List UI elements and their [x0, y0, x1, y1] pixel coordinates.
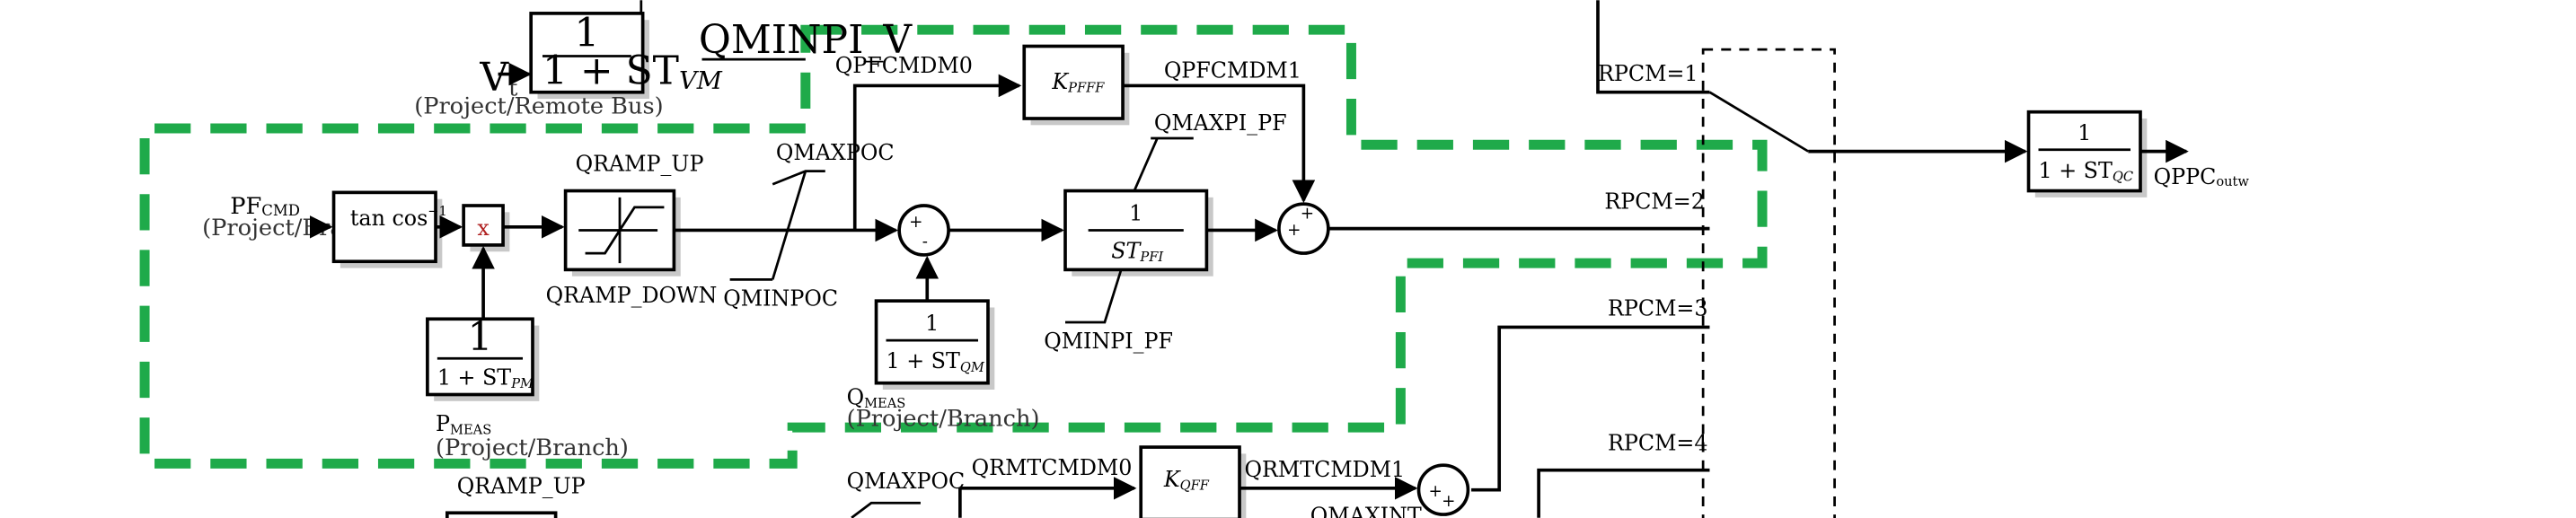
pm-filter-den: 1 + ST — [437, 365, 511, 391]
kqff-block — [1139, 445, 1241, 518]
tan-cos-label: tan cos — [350, 206, 428, 231]
svg-text:1 + STQM: 1 + STQM — [887, 348, 985, 375]
qppc-label: QPPC — [2154, 164, 2217, 189]
svg-text:QMEAS: QMEAS — [847, 384, 906, 411]
qppc-sub: outw — [2216, 174, 2249, 189]
kpfff-block — [1022, 44, 1125, 120]
tan-cos-sup: −1 — [428, 204, 447, 219]
pfcmd-label: PF — [230, 193, 261, 220]
qpfcmdm0-label: QPFCMDM0 — [835, 53, 973, 78]
svg-text:STPFI: STPFI — [1111, 239, 1164, 266]
kqff-sub: QFF — [1180, 478, 1210, 494]
rate-limiter-block-2 — [445, 511, 558, 518]
qminpoc-label: QMINPOC — [723, 286, 838, 312]
pfi-den-sub: PFI — [1139, 250, 1164, 265]
qramp-up-label: QRAMP_UP — [576, 152, 704, 177]
pmeas-sub: MEAS — [450, 422, 491, 437]
svg-text:1 + STQC: 1 + STQC — [2039, 158, 2134, 185]
summer-3 — [1416, 463, 1470, 516]
rpcm1-label: RPCM=1 — [1598, 61, 1698, 86]
qm-filter-num: 1 — [925, 311, 939, 336]
vt-note: (Project/Remote Bus) — [414, 93, 663, 120]
qc-filter-den-sub: QC — [2113, 170, 2133, 185]
svg-text:PFCMD: PFCMD — [230, 193, 300, 220]
pfi-num: 1 — [1129, 200, 1142, 225]
qc-filter-num: 1 — [2078, 120, 2091, 145]
rpcm2-label: RPCM=2 — [1604, 189, 1705, 215]
rpcm4-label: RPCM=4 — [1608, 431, 1708, 456]
pmeas-label: P — [436, 411, 450, 436]
qmeas-label: Q — [847, 384, 865, 409]
pm-filter-num: 1 — [467, 314, 492, 360]
qc-filter-den: 1 + ST — [2039, 158, 2113, 183]
qramp-down-label: QRAMP_DOWN — [546, 283, 718, 308]
svg-text:1 + STPM: 1 + STPM — [437, 365, 534, 392]
qmaxint-label: QMAXINT — [1310, 503, 1422, 518]
qmaxpoc-label: QMAXPOC — [776, 140, 895, 165]
summer-1-plus: + — [909, 213, 922, 232]
vt-label: V — [479, 55, 509, 101]
rate-limiter-icon — [578, 197, 665, 264]
qmeas-sub: MEAS — [864, 396, 905, 411]
qmeas-note: (Project/Branch) — [847, 405, 1040, 432]
vm-filter-den-sub: VM — [679, 67, 723, 95]
multiplier-block — [462, 204, 505, 247]
svg-text:KQFF: KQFF — [1163, 467, 1210, 494]
pmeas-note: (Project/Branch) — [436, 435, 629, 461]
qc-filter-block — [2026, 110, 2142, 193]
qm-filter-block — [874, 299, 990, 385]
qminpi-pf-label: QMINPI_PF — [1044, 329, 1173, 354]
qm-filter-den: 1 + ST — [887, 348, 960, 373]
summer-2-b: + — [1301, 205, 1314, 224]
pfcmd-sub: CMD — [261, 202, 300, 219]
svg-text:tan cos−1: tan cos−1 — [350, 204, 447, 231]
svg-text:KPFFF: KPFFF — [1051, 69, 1105, 96]
kpfff-sub: PFFF — [1067, 81, 1105, 96]
svg-text:1 + STVM: 1 + STVM — [543, 48, 723, 95]
svg-text:Vt: Vt — [479, 55, 518, 101]
pm-filter-den-sub: PM — [510, 376, 534, 391]
switch-arm — [1708, 91, 1809, 153]
qmaxpoc-label-2: QMAXPOC — [847, 469, 966, 494]
qpfcmdm1-label: QPFCMDM1 — [1164, 57, 1301, 83]
rpcm-switch-box — [1701, 48, 1836, 518]
qminpi-v-label: QMINPI_V — [699, 17, 913, 63]
summer-3-b: + — [1442, 492, 1455, 511]
summer-1-minus: - — [922, 233, 928, 251]
qramp-up-label-2: QRAMP_UP — [457, 473, 586, 498]
qm-filter-den-sub: QM — [960, 360, 985, 375]
summer-2-a: + — [1287, 221, 1301, 240]
vt-sub: t — [508, 75, 518, 101]
qmaxpi-pf-label: QMAXPI_PF — [1154, 110, 1287, 136]
qrmtcmdm0-label: QRMTCMDM0 — [972, 455, 1133, 480]
svg-text:PMEAS: PMEAS — [436, 411, 491, 438]
summer-3-a: + — [1428, 482, 1442, 501]
vm-filter-den: 1 + ST — [543, 48, 679, 94]
tan-cos-block — [331, 190, 437, 264]
rpcm3-label: RPCM=3 — [1608, 296, 1708, 321]
qrmtcmdm1-label: QRMTCMDM1 — [1244, 457, 1405, 482]
kpfff-main: K — [1051, 69, 1069, 94]
multiplier-label: x — [477, 215, 490, 241]
svg-text:QPPCoutw: QPPCoutw — [2154, 164, 2250, 189]
vm-filter-block — [529, 12, 645, 94]
pfi-den: ST — [1111, 239, 1142, 264]
kqff-main: K — [1163, 467, 1181, 492]
pm-filter-block — [426, 317, 534, 397]
vm-filter-num: 1 — [574, 10, 599, 56]
